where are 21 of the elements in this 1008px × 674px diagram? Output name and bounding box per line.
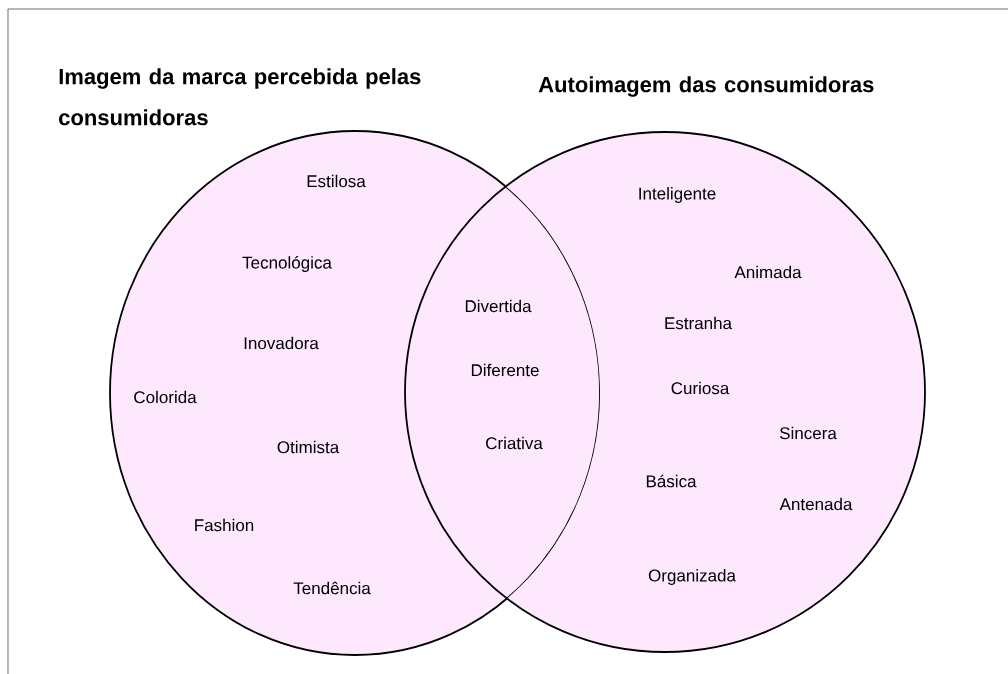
word-label: Estranha (665, 316, 733, 330)
word-label: Tecnológica (242, 255, 332, 272)
circle-heading: Autoimagem das consumidoras (538, 76, 874, 97)
venn-circle (109, 130, 601, 656)
word-label: Inovadora (244, 336, 319, 350)
word-label: Criativa (486, 436, 543, 450)
word-label: Fashion (195, 518, 254, 532)
word-label: Sincera (779, 426, 837, 440)
word-label: Básica (646, 474, 697, 488)
word-label: Antenada (779, 497, 853, 511)
word-label: Tendência (293, 581, 371, 595)
word-label: Curiosa (671, 381, 730, 395)
word-label: Inteligente (639, 187, 716, 203)
circle-heading: Imagem da marca percebida pelas consumidoras (59, 68, 421, 126)
word-label: Divertida (465, 299, 532, 313)
word-label: Animada (734, 265, 802, 279)
word-label: Colorida (134, 390, 197, 404)
word-label: Diferente (471, 363, 539, 377)
word-label: Estilosa (307, 174, 366, 188)
word-label: Organizada (648, 569, 736, 585)
word-label: Otimista (277, 440, 340, 454)
